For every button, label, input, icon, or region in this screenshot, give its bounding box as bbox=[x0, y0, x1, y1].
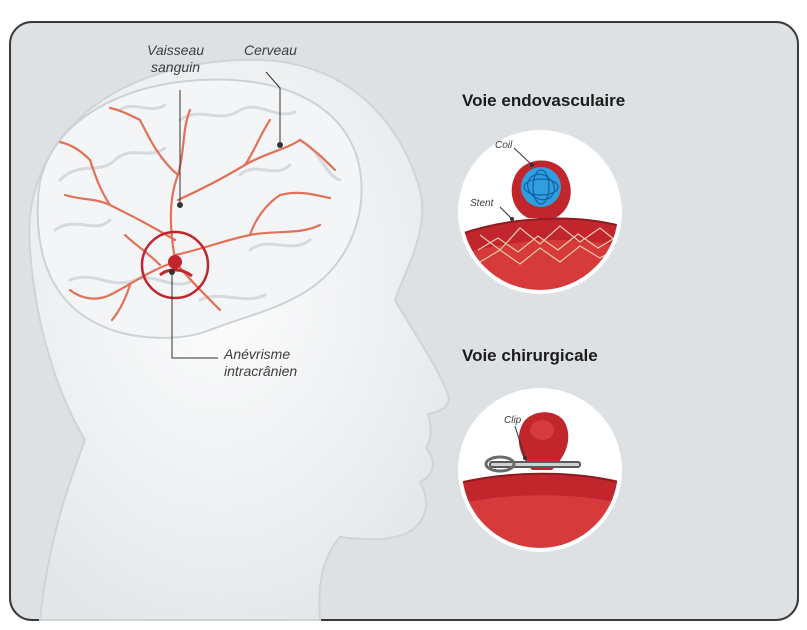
clip-label: Clip bbox=[504, 415, 522, 426]
aneurysm-label-line1: Anévrisme bbox=[224, 346, 291, 362]
vessel-label-line1: Vaisseau bbox=[147, 42, 205, 58]
clip-device bbox=[484, 455, 581, 473]
endovascular-title: Voie endovasculaire bbox=[462, 91, 626, 110]
coil-label: Coil bbox=[495, 140, 513, 151]
coil-ball bbox=[521, 167, 561, 207]
aneurysm-dot bbox=[168, 255, 182, 269]
vessel-label-line2: sanguin bbox=[151, 59, 201, 75]
aneurysm-label: Anévrisme intracrânien bbox=[224, 346, 297, 380]
stent-label: Stent bbox=[470, 198, 494, 209]
aneurysm-label-line2: intracrânien bbox=[224, 363, 298, 379]
artery-network bbox=[58, 106, 337, 322]
stent-mesh bbox=[477, 225, 619, 265]
vessel-label: Vaisseau sanguin bbox=[147, 42, 204, 76]
surgical-title: Voie chirurgicale bbox=[462, 346, 598, 365]
leader-lines bbox=[169, 71, 283, 359]
aneurysm-highlight-ring bbox=[140, 230, 210, 300]
brain-label: Cerveau bbox=[244, 42, 297, 58]
